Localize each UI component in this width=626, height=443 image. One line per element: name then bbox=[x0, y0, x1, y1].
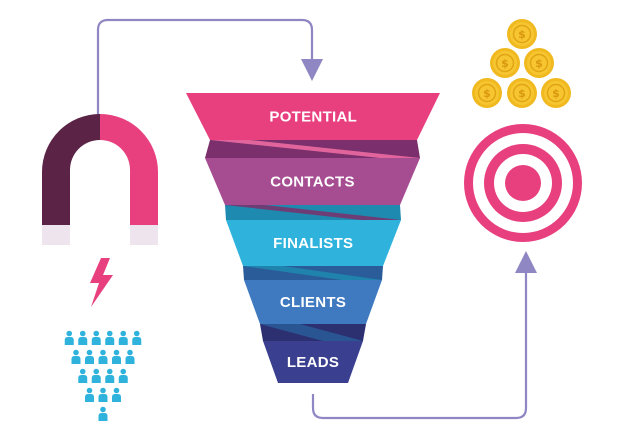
funnel-stage-label: LEADS bbox=[287, 354, 339, 371]
person-icon bbox=[85, 349, 94, 364]
person-icon bbox=[125, 349, 135, 364]
connector-magnet-to-funnel bbox=[96, 18, 323, 118]
magnet-icon bbox=[42, 114, 158, 245]
coin-dollar-sign: $ bbox=[501, 57, 509, 70]
person-icon bbox=[98, 349, 108, 364]
person-icon bbox=[112, 349, 121, 364]
funnel-stage-label: CONTACTS bbox=[270, 174, 355, 191]
funnel-stage-label: CLIENTS bbox=[280, 294, 346, 311]
funnel-stage-shape bbox=[226, 220, 401, 266]
funnel-fold-band-3 bbox=[243, 266, 382, 280]
funnel-stage-shape bbox=[244, 280, 382, 324]
magnet-left-tip bbox=[42, 225, 70, 245]
funnel-stage-shape bbox=[186, 93, 440, 140]
funnel-stage-contacts: CONTACTS bbox=[205, 158, 420, 205]
people-pyramid bbox=[64, 330, 142, 421]
funnel-stage-finalists: FINALISTS bbox=[226, 220, 401, 266]
coin-icon: $ bbox=[541, 78, 571, 108]
target-icon bbox=[464, 124, 582, 242]
person-icon bbox=[98, 387, 108, 402]
person-icon bbox=[71, 349, 81, 364]
person-icon bbox=[85, 387, 94, 402]
person-icon bbox=[105, 368, 115, 383]
person-icon bbox=[78, 368, 88, 383]
coin-dollar-sign: $ bbox=[552, 87, 560, 100]
funnel-stage-shape bbox=[263, 341, 363, 383]
magnet-left-arm bbox=[42, 114, 100, 225]
funnel-stage-clients: CLIENTS bbox=[244, 280, 382, 324]
connector-funnel-to-target bbox=[311, 251, 537, 420]
coin-dollar-sign: $ bbox=[483, 87, 491, 100]
person-icon bbox=[78, 330, 88, 345]
funnel-fold-band-4 bbox=[260, 324, 363, 341]
person-icon bbox=[91, 330, 101, 345]
funnel-stage-shape bbox=[205, 158, 420, 205]
person-icon bbox=[112, 387, 121, 402]
coins-pile: $ $ $ $ $ $ bbox=[472, 19, 571, 108]
sales-funnel: POTENTIAL CONTACTS FINALISTS CLIENTS LEADS bbox=[186, 93, 440, 383]
person-icon bbox=[64, 330, 74, 345]
magnet-right-tip bbox=[130, 225, 158, 245]
coin-icon: $ bbox=[507, 78, 537, 108]
coin-dollar-sign: $ bbox=[535, 57, 543, 70]
funnel-fold-band-1 bbox=[210, 140, 420, 158]
coin-icon: $ bbox=[490, 48, 520, 78]
target-bullseye bbox=[505, 165, 541, 201]
funnel-stage-leads: LEADS bbox=[263, 341, 363, 383]
funnel-fold-band-2 bbox=[225, 205, 401, 220]
coin-icon: $ bbox=[524, 48, 554, 78]
magnet-right-arm bbox=[100, 114, 158, 225]
lightning-icon bbox=[90, 258, 113, 307]
coin-icon: $ bbox=[472, 78, 502, 108]
funnel-stage-potential: POTENTIAL bbox=[186, 93, 440, 140]
coin-dollar-sign: $ bbox=[518, 28, 526, 41]
person-icon bbox=[118, 368, 128, 383]
person-icon bbox=[91, 368, 101, 383]
person-icon bbox=[98, 406, 108, 421]
coin-dollar-sign: $ bbox=[518, 87, 526, 100]
person-icon bbox=[118, 330, 128, 345]
funnel-stage-label: FINALISTS bbox=[273, 235, 353, 252]
person-icon bbox=[105, 330, 115, 345]
funnel-stage-label: POTENTIAL bbox=[269, 109, 357, 126]
coin-icon: $ bbox=[507, 19, 537, 49]
person-icon bbox=[132, 330, 142, 345]
